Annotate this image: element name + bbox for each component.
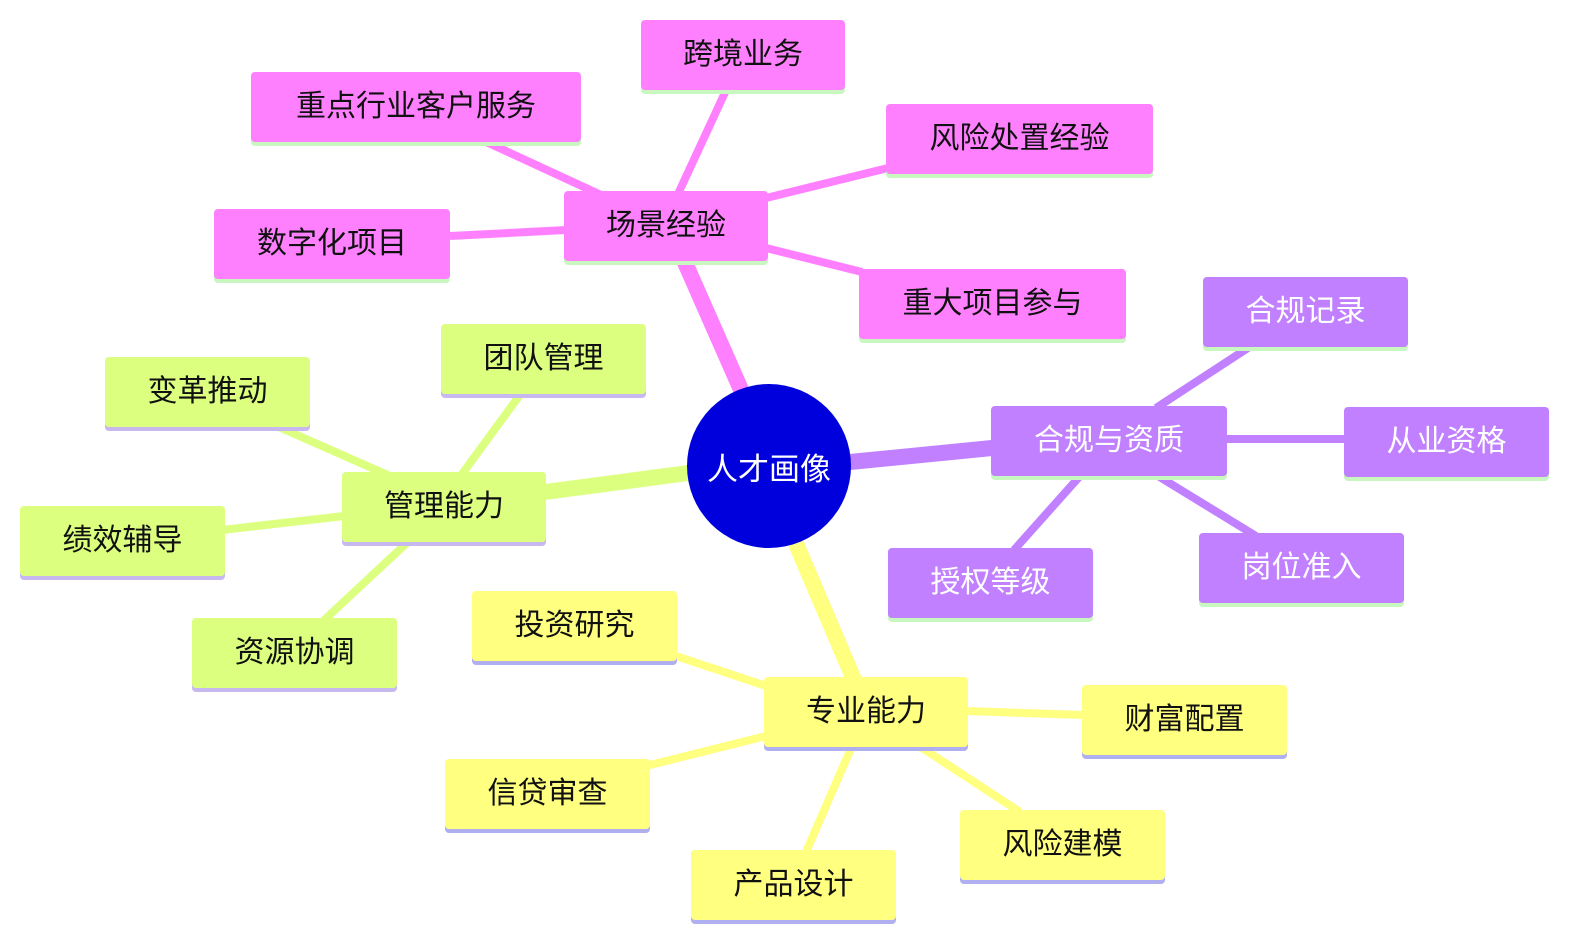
connector-scenario-to-cross-border <box>674 84 732 196</box>
branch-node-professional: 专业能力 <box>764 677 968 747</box>
leaf-node-change-driving: 变革推动 <box>105 357 310 427</box>
branch-label: 专业能力 <box>806 694 926 729</box>
leaf-label: 变革推动 <box>147 374 268 409</box>
branch-label: 管理能力 <box>384 489 504 524</box>
leaf-node-team-management: 团队管理 <box>441 324 646 394</box>
connector-professional-to-product <box>802 744 856 854</box>
leaf-label: 信贷审查 <box>487 776 608 811</box>
connector-root-to-scenario <box>675 250 750 400</box>
connector-scenario-to-digital <box>449 226 567 240</box>
branch-label: 合规与资质 <box>1034 423 1184 458</box>
leaf-node-performance-coaching: 绩效辅导 <box>20 506 225 576</box>
root-node: 人才画像 <box>687 384 851 548</box>
leaf-label: 跨境业务 <box>683 37 803 72</box>
leaf-node-qualification: 从业资格 <box>1344 407 1549 477</box>
connector-management-to-resource <box>319 537 413 625</box>
leaf-node-industry-clients: 重点行业客户服务 <box>251 72 581 142</box>
connector-professional-to-wealth <box>965 707 1085 719</box>
branch-node-management: 管理能力 <box>342 472 546 542</box>
leaf-node-risk-handling: 风险处置经验 <box>886 104 1153 174</box>
leaf-node-position-access: 岗位准入 <box>1199 533 1404 603</box>
connector-root-to-management <box>537 465 696 500</box>
leaf-label: 合规记录 <box>1245 294 1366 329</box>
leaf-node-authority-level: 授权等级 <box>888 548 1093 618</box>
leaf-node-credit-review: 信贷审查 <box>445 759 650 829</box>
leaf-node-wealth-allocation: 财富配置 <box>1082 685 1287 755</box>
leaf-label: 重大项目参与 <box>902 286 1083 321</box>
connector-management-to-performance <box>221 512 345 534</box>
leaf-label: 风险处置经验 <box>929 121 1110 156</box>
connector-professional-to-investment <box>674 652 768 690</box>
leaf-label: 团队管理 <box>483 341 604 376</box>
branch-node-compliance: 合规与资质 <box>991 406 1227 476</box>
sub-connectors <box>221 84 1346 854</box>
leaf-label: 绩效辅导 <box>62 523 183 558</box>
branch-label: 场景经验 <box>606 208 726 243</box>
leaf-label: 授权等级 <box>930 565 1051 600</box>
leaf-node-digital-projects: 数字化项目 <box>214 209 450 279</box>
connector-scenario-to-risk-handling <box>765 164 889 202</box>
main-connectors <box>537 250 1000 690</box>
leaf-label: 岗位准入 <box>1241 550 1362 585</box>
connector-scenario-to-major-projects <box>765 244 863 276</box>
connector-scenario-to-industry-clients <box>480 136 614 204</box>
leaf-label: 资源协调 <box>234 635 355 670</box>
connector-compliance-to-record <box>1153 340 1257 412</box>
connector-professional-to-risk-model <box>913 740 1023 816</box>
leaf-label: 数字化项目 <box>257 226 407 261</box>
connector-management-to-change <box>270 420 392 480</box>
leaf-label: 财富配置 <box>1124 702 1245 737</box>
leaf-label: 投资研究 <box>514 608 635 643</box>
leaf-label: 从业资格 <box>1386 424 1507 459</box>
connector-root-to-professional <box>789 538 863 690</box>
leaf-node-product-design: 产品设计 <box>691 850 896 920</box>
root-label: 人才画像 <box>707 451 831 488</box>
connector-professional-to-credit <box>645 732 767 770</box>
leaf-node-resource-coordination: 资源协调 <box>192 618 397 688</box>
connector-compliance-to-authority <box>1011 473 1083 553</box>
leaf-label: 重点行业客户服务 <box>296 89 536 124</box>
leaf-node-compliance-record: 合规记录 <box>1203 277 1408 347</box>
connector-compliance-to-access <box>1155 472 1259 540</box>
leaf-node-cross-border: 跨境业务 <box>641 20 845 90</box>
leaf-node-risk-modeling: 风险建模 <box>960 810 1165 880</box>
connector-root-to-compliance <box>842 440 1000 470</box>
leaf-node-major-projects: 重大项目参与 <box>859 269 1126 339</box>
leaf-label: 风险建模 <box>1002 827 1123 862</box>
leaf-label: 产品设计 <box>733 867 854 902</box>
connector-management-to-team <box>458 389 526 477</box>
branch-node-scenario-experience: 场景经验 <box>564 191 768 261</box>
leaf-node-investment-research: 投资研究 <box>472 591 677 661</box>
